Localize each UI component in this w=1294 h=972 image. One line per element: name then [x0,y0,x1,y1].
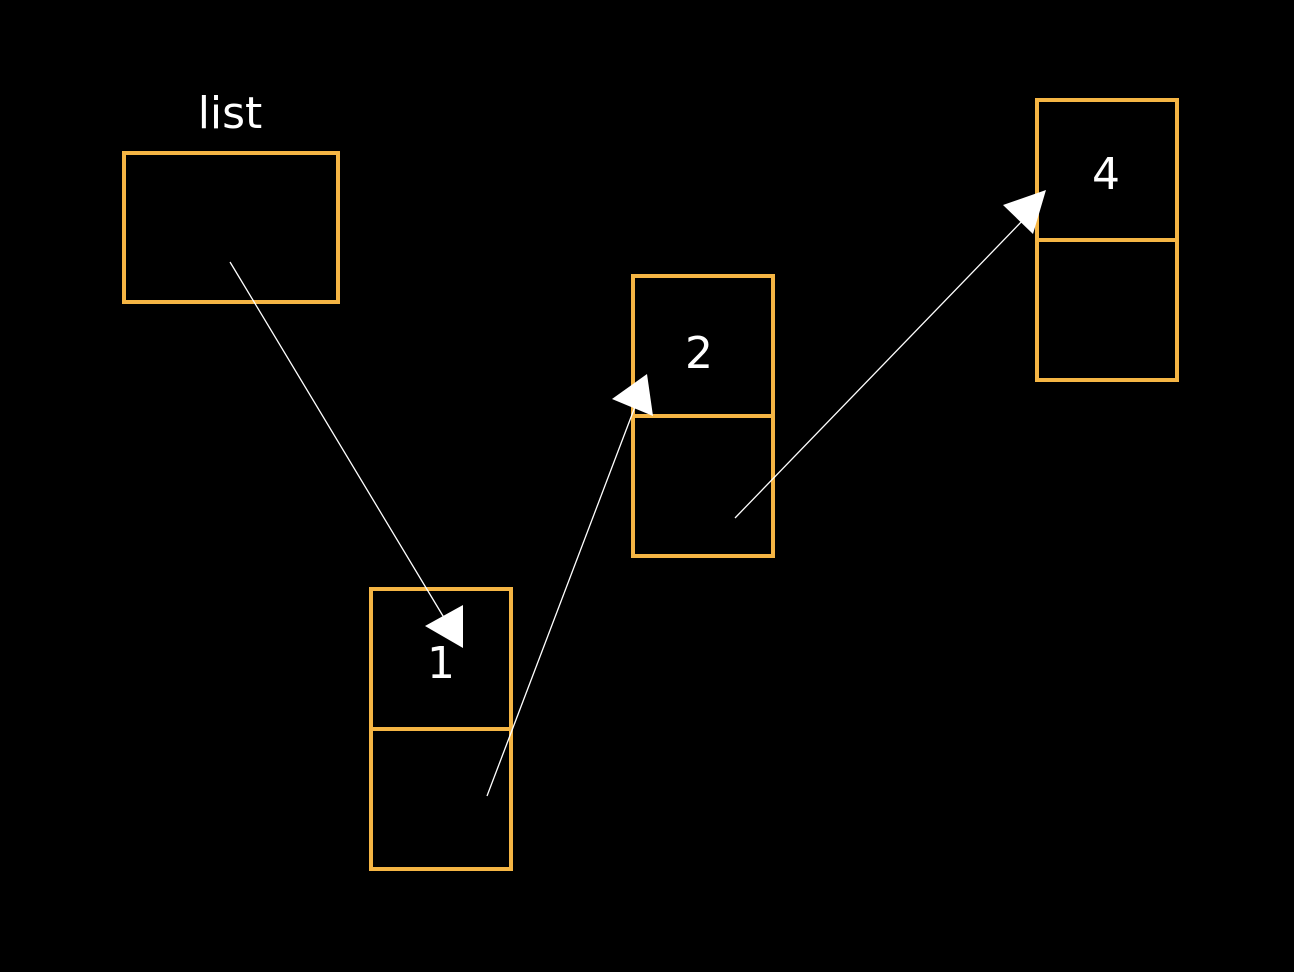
node-2-value: 2 [685,328,713,379]
arrow-node-2-to-node-4 [734,190,1046,519]
arrowhead-icon [612,374,653,416]
node-1-next-cell [369,727,513,871]
head-label: list [198,88,263,139]
node-2-next-cell [631,414,775,558]
list-node-1: 1 [369,587,513,871]
arrowhead-icon [425,605,463,648]
list-node-2: 2 [631,274,775,558]
node-4-next-cell [1035,238,1179,382]
arrow-line [734,216,1027,519]
arrow-line [229,261,447,622]
node-1-value: 1 [427,638,455,689]
arrowhead-icon [1003,190,1046,234]
arrow-head-to-node-1 [229,261,463,648]
head-pointer: list [122,88,340,304]
arrow-node-1-to-node-2 [486,374,653,797]
node-4-value: 4 [1092,149,1120,200]
head-box [122,151,340,304]
arrow-line [486,403,637,797]
list-node-4: 4 [1035,98,1179,382]
